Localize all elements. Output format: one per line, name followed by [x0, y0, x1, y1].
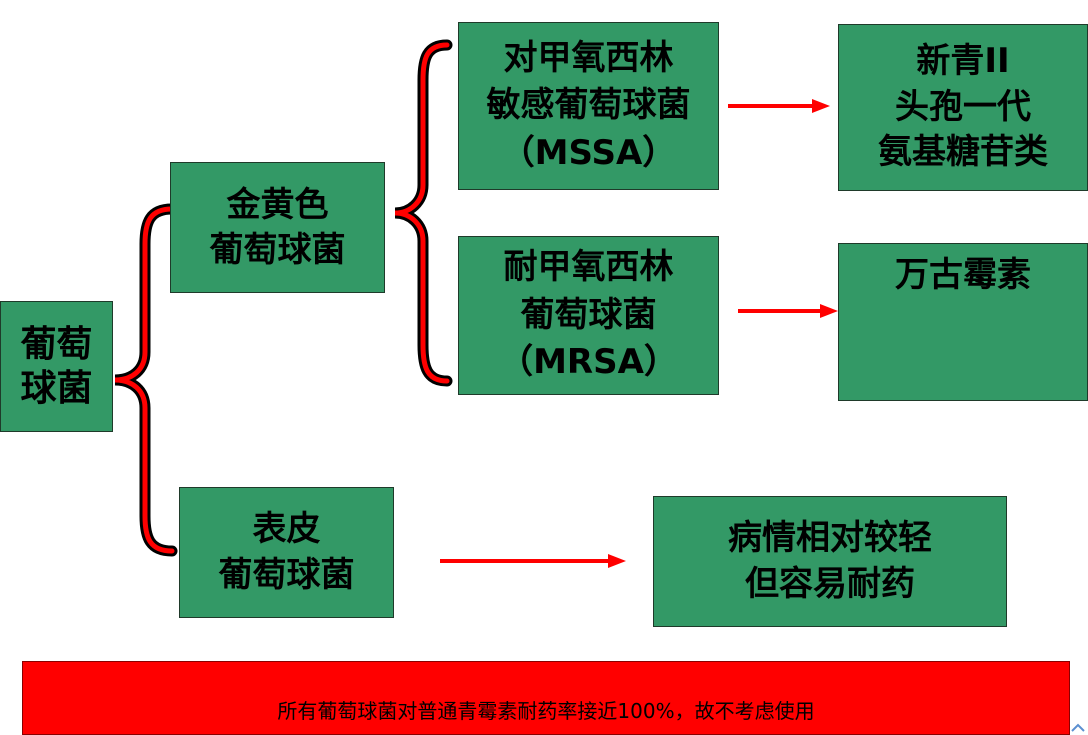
node-line: 金黄色 — [226, 185, 329, 226]
node-epidermidis-note: 病情相对较轻 但容易耐药 — [653, 496, 1007, 627]
node-mrsa: 耐甲氧西林 葡萄球菌 （MRSA） — [458, 236, 719, 395]
node-line: 表皮 — [252, 508, 321, 549]
node-line: 球菌 — [20, 367, 93, 409]
node-line: 耐甲氧西林 — [503, 247, 674, 288]
node-line: （MSSA） — [500, 132, 677, 173]
node-line: 葡萄 — [20, 324, 93, 366]
node-line: 病情相对较轻 — [728, 517, 932, 558]
node-staph-epidermidis: 表皮 葡萄球菌 — [179, 487, 394, 618]
node-staph-aureus: 金黄色 葡萄球菌 — [170, 162, 385, 293]
node-line: 敏感葡萄球菌 — [486, 85, 691, 126]
arrow-mssa — [728, 99, 830, 113]
penicillin-resistance-banner: 所有葡萄球菌对普通青霉素耐药率接近100%，故不考虑使用 — [22, 661, 1070, 735]
node-mrsa-treatment: 万古霉素 — [838, 243, 1088, 401]
node-line: 但容易耐药 — [745, 563, 915, 604]
node-staphylococcus: 葡萄 球菌 — [0, 301, 113, 432]
node-line: 葡萄球菌 — [218, 554, 355, 595]
brace-root-fill — [114, 206, 175, 554]
node-line: 葡萄球菌 — [520, 294, 657, 335]
node-line: 葡萄球菌 — [209, 229, 346, 270]
brace-golden-fill — [394, 42, 450, 384]
arrow-mrsa — [738, 304, 838, 318]
node-mssa-treatment: 新青II 头孢一代 氨基糖苷类 — [838, 24, 1088, 191]
arrow-epidermidis — [440, 554, 626, 568]
node-mssa: 对甲氧西林 敏感葡萄球菌 （MSSA） — [458, 22, 719, 190]
node-line: 氨基糖苷类 — [878, 132, 1048, 173]
node-line: 头孢一代 — [895, 86, 1031, 127]
banner-text: 所有葡萄球菌对普通青霉素耐药率接近100%，故不考虑使用 — [277, 699, 815, 723]
node-line: 万古霉素 — [895, 255, 1031, 295]
navigation-arrow-icon[interactable] — [1070, 722, 1088, 733]
node-line: 对甲氧西林 — [503, 37, 674, 78]
node-line: 新青II — [916, 40, 1010, 81]
node-line: （MRSA） — [499, 342, 678, 383]
